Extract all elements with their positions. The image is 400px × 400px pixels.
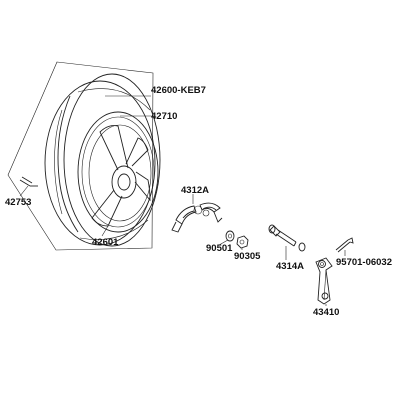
part-label-42753: 42753 [5, 197, 31, 208]
wheel-tire-drawing [19, 73, 161, 247]
brake-cam-drawing [268, 224, 306, 252]
part-label-42710: 42710 [151, 111, 177, 122]
part-label-4312A: 4312A [181, 185, 209, 196]
part-label-4314A: 4314A [276, 261, 304, 272]
part-label-90501: 90501 [206, 243, 233, 254]
leader-lines [19, 95, 346, 306]
part-label-42600: 42600-KEB7 [151, 85, 206, 96]
brake-arm-drawing [315, 257, 333, 305]
brake-shoe-drawing [171, 202, 223, 233]
part-label-43410: 43410 [313, 307, 339, 318]
part-label-95701-06032: 95701-06032 [336, 257, 392, 268]
part-label-42601: 42601 [92, 237, 119, 248]
part-label-90305: 90305 [234, 251, 261, 262]
assembly-bracket [7, 61, 154, 251]
washer-drawing [225, 230, 235, 242]
bolt-drawing [335, 237, 354, 253]
nut-drawing [236, 235, 249, 249]
